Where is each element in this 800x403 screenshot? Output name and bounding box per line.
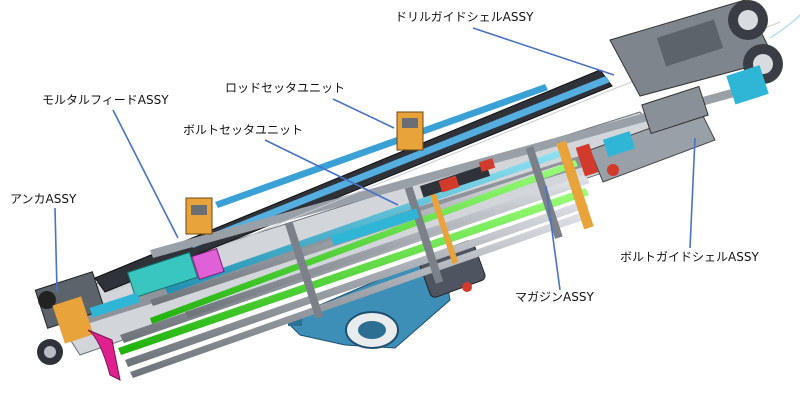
leader-lines bbox=[54, 27, 696, 293]
label-rod-setter-unit: ロッドセッタユニット bbox=[225, 81, 346, 95]
leader-magazine bbox=[545, 185, 561, 291]
rod-setter-unit bbox=[185, 111, 424, 235]
bolt-setter-unit bbox=[330, 158, 496, 246]
magazine-rods bbox=[118, 150, 590, 378]
label-drill-guide-shell: ドリルガイドシェルASSY bbox=[395, 10, 534, 24]
label-mortar-feed: モルタルフィードASSY bbox=[42, 93, 169, 107]
leader-rod-setter-unit bbox=[332, 98, 395, 129]
drill-rail bbox=[94, 21, 781, 293]
leader-bolt-setter-unit bbox=[264, 139, 399, 206]
label-bolt-setter-unit: ボルトセッタユニット bbox=[183, 123, 304, 137]
leader-bolt-guide-shell bbox=[689, 137, 696, 249]
anchor-assy bbox=[34, 271, 141, 381]
label-bolt-guide-shell: ボルトガイドシェルASSY bbox=[620, 250, 759, 264]
label-magazine: マガジンASSY bbox=[515, 290, 594, 304]
label-anchor: アンカASSY bbox=[10, 192, 77, 206]
leader-drill-guide-shell bbox=[472, 27, 615, 76]
leader-anchor bbox=[54, 207, 58, 293]
support-arm bbox=[284, 240, 486, 349]
mortar-feed bbox=[126, 247, 225, 298]
leader-mortar-feed bbox=[112, 109, 179, 239]
drill-guide-shell bbox=[609, 0, 800, 105]
bolt-guide-shell bbox=[575, 85, 716, 183]
